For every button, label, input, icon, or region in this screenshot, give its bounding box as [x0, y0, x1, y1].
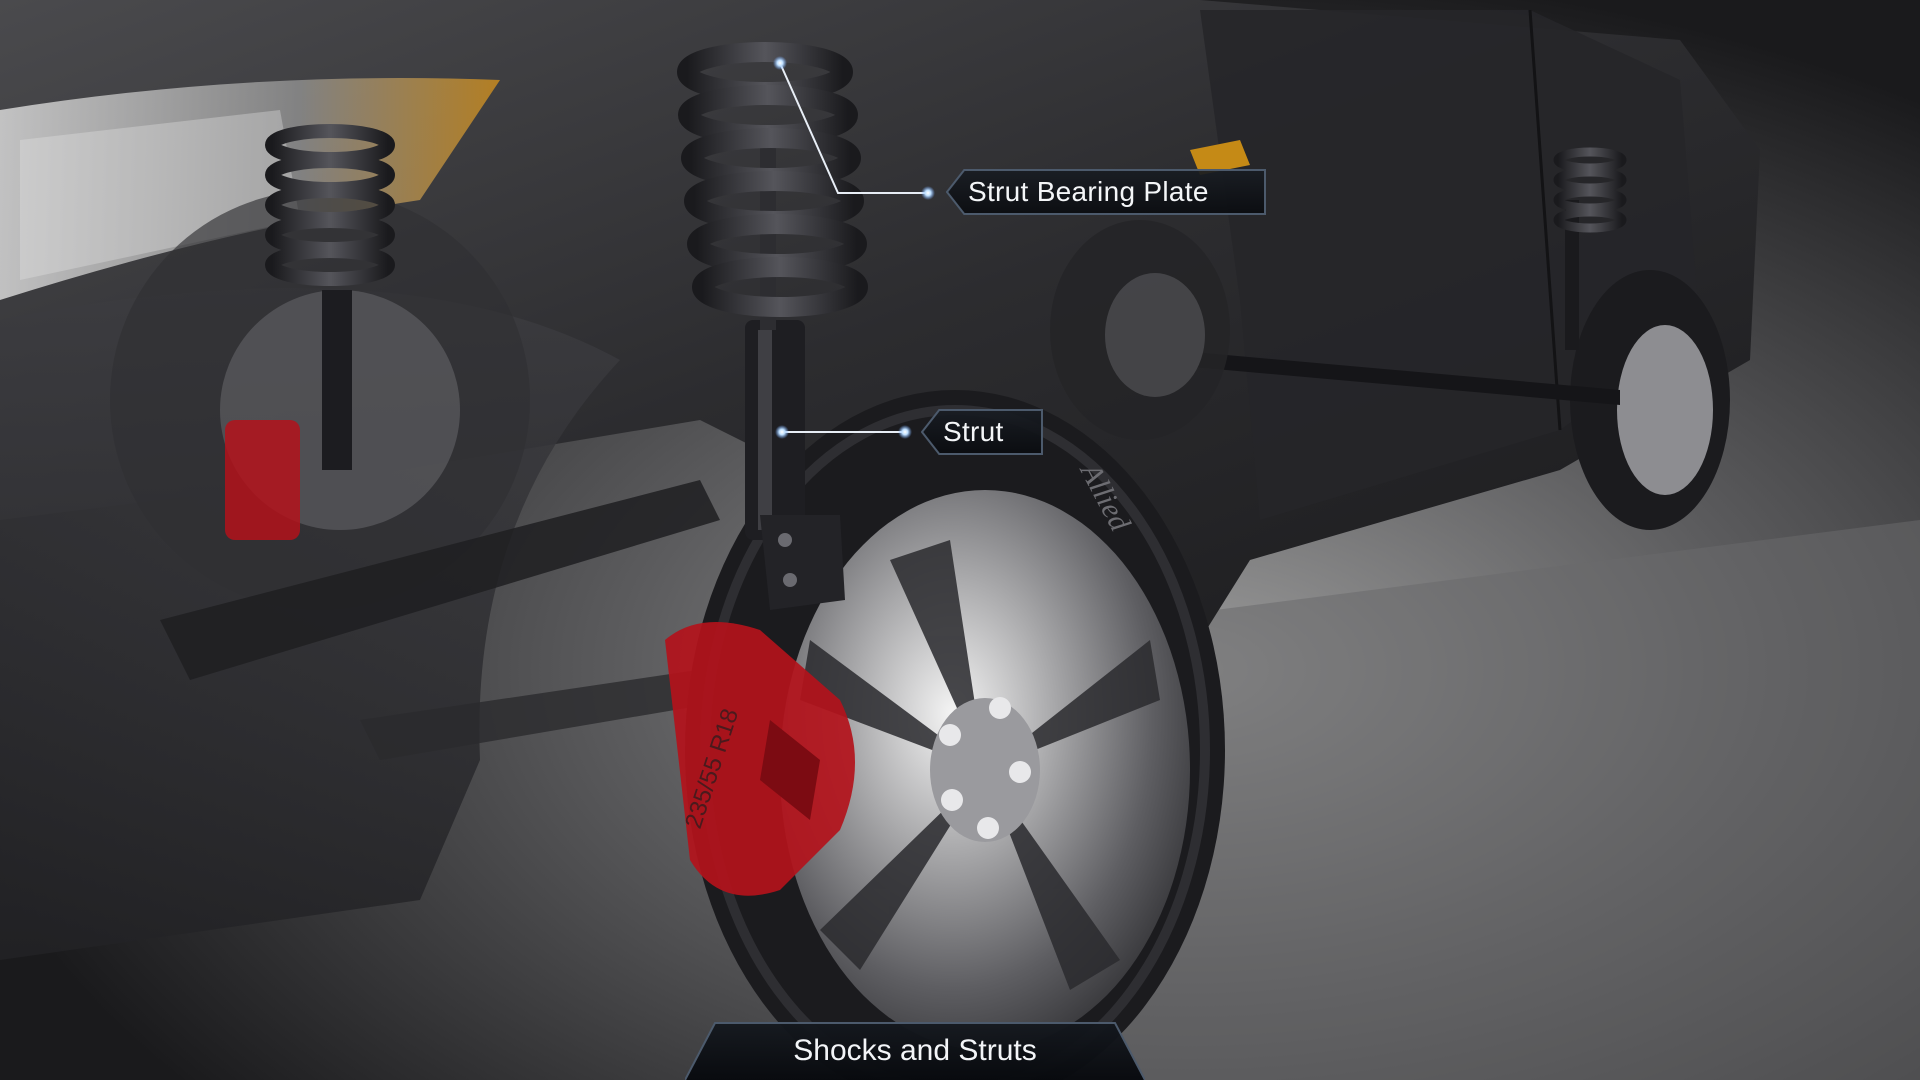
anchor-dot-bearing-plate — [773, 56, 787, 70]
end-dot-strut — [898, 425, 912, 439]
caption-title: Shocks and Struts — [793, 1034, 1037, 1067]
rear-suspension — [1170, 147, 1730, 530]
left-strut-assembly — [265, 124, 395, 470]
callout-strut: Strut — [921, 409, 1043, 455]
caliper-shadow — [760, 720, 820, 820]
leader-line-bearing-plate — [779, 62, 928, 194]
caliper-left — [225, 420, 300, 540]
callout-strut-bearing-plate: Strut Bearing Plate — [946, 169, 1266, 215]
subframe — [160, 480, 720, 680]
door-seam — [1528, 9, 1562, 431]
caption-tab: Shocks and Struts — [685, 1022, 1145, 1080]
callout-label-bearing-plate: Strut Bearing Plate — [968, 176, 1209, 207]
callout-label-strut: Strut — [943, 416, 1004, 447]
side-marker-light — [1190, 140, 1250, 175]
headlight-reflector — [20, 110, 300, 280]
inner-rotor-far — [1105, 273, 1205, 397]
end-dot-bearing-plate — [921, 186, 935, 200]
main-strut-assembly — [677, 42, 868, 610]
leader-endpoints — [773, 56, 935, 439]
lug-nuts — [939, 697, 1031, 839]
anchor-dot-strut — [775, 425, 789, 439]
leader-lines — [779, 62, 928, 433]
brake-caliper — [665, 622, 855, 896]
